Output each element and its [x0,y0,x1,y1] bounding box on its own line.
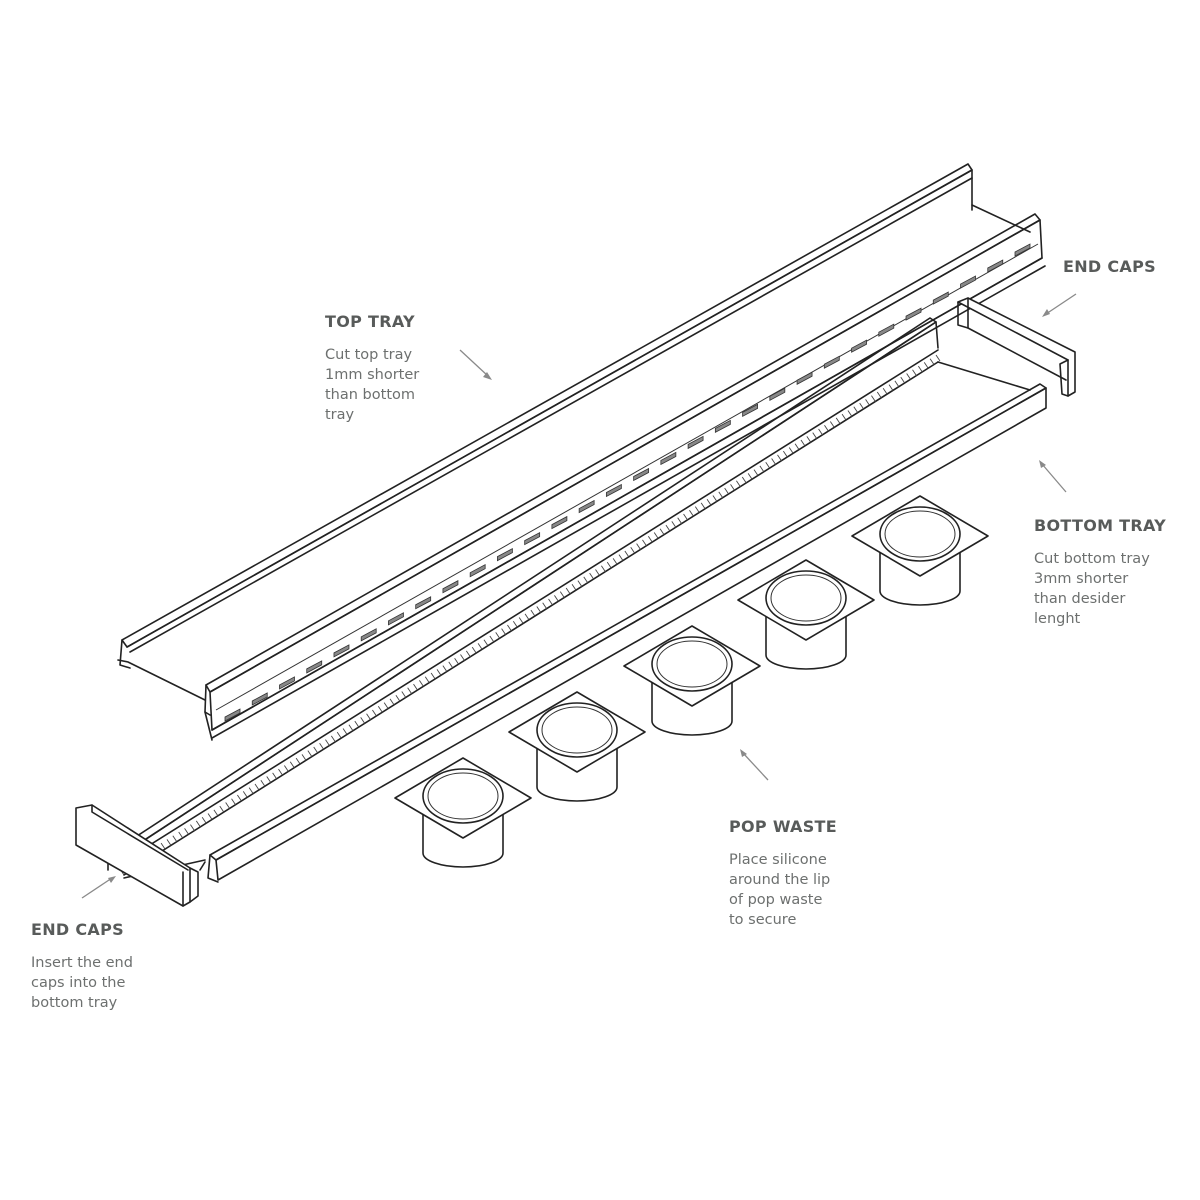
label-title: BOTTOM TRAY [1034,516,1167,535]
pop-waste-2 [508,691,646,802]
label-title: POP WASTE [729,817,838,836]
label-title: END CAPS [1063,257,1156,276]
label-pop-waste: POP WASTE Place silicone around the lip … [729,817,837,930]
label-description: Place silicone around the lip of pop was… [729,852,831,928]
end-cap-right-drawing [957,297,1076,397]
top-tray-drawing [117,163,1046,741]
arrow-end-caps-left [81,876,116,899]
pop-waste-1 [394,757,532,868]
label-title: TOP TRAY [325,312,415,331]
bottom-tray-drawing [107,317,1047,883]
pop-waste-5 [851,495,989,606]
label-description: Insert the end caps into the bottom tray [31,955,133,1011]
pop-waste-drawings [394,495,989,868]
label-description: Cut bottom tray 3mm shorter than desider… [1034,551,1150,627]
pop-waste-3 [623,625,761,736]
label-description: Cut top tray 1mm shorter than bottom tra… [325,347,420,423]
arrow-pop-waste [740,749,769,781]
label-end-caps-right: END CAPS [1063,257,1156,290]
label-end-caps-left: END CAPS Insert the end caps into the bo… [31,920,133,1013]
label-top-tray: TOP TRAY Cut top tray 1mm shorter than b… [325,312,419,425]
arrow-bottom-tray [1039,460,1067,493]
annotation-arrows [81,293,1077,899]
end-cap-left-drawing [75,804,199,907]
label-title: END CAPS [31,920,124,939]
arrow-top-tray [459,349,492,380]
label-bottom-tray: BOTTOM TRAY Cut bottom tray 3mm shorter … [1034,516,1166,629]
pop-waste-4 [737,559,875,670]
top-tray-slots [224,243,1031,722]
arrow-end-caps-right [1042,293,1077,317]
